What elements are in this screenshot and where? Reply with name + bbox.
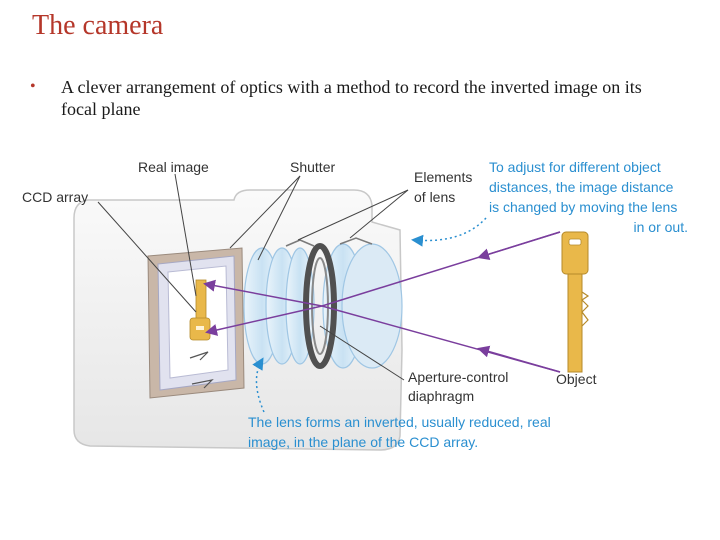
- bullet-dot: •: [30, 78, 36, 95]
- note-adjust-line2: distances, the image distance: [489, 179, 674, 195]
- annotation-arrows: [252, 217, 487, 413]
- slide-title: The camera: [32, 10, 164, 41]
- label-aperture-line1: Aperture-control: [408, 369, 508, 385]
- note-adjust-line1: To adjust for different object: [489, 159, 661, 175]
- note-adjust-line3: is changed by moving the lens: [489, 199, 677, 215]
- note-lens-line1: The lens forms an inverted, usually redu…: [248, 414, 551, 430]
- aperture-diaphragm: [303, 243, 337, 369]
- shutter-tabs: [285, 237, 373, 247]
- bullet-item: • A clever arrangement of optics with a …: [30, 76, 680, 120]
- label-shutter: Shutter: [290, 159, 335, 175]
- label-object: Object: [556, 371, 597, 387]
- object-key: [561, 231, 590, 373]
- real-image-key: [189, 279, 211, 341]
- label-elements-line2: of lens: [414, 189, 455, 205]
- label-elements-line1: Elements: [414, 169, 472, 185]
- bullet-text: A clever arrangement of optics with a me…: [61, 77, 642, 119]
- note-adjust-line4: in or out.: [634, 219, 688, 235]
- camera-diagram: Real image Shutter CCD array Elements of…: [22, 159, 688, 451]
- note-lens-line2: image, in the plane of the CCD array.: [248, 434, 478, 450]
- label-ccd-array: CCD array: [22, 189, 88, 205]
- edge-arrows: [189, 351, 214, 389]
- leader-lines: [97, 173, 409, 381]
- label-aperture-line2: diaphragm: [408, 388, 474, 404]
- label-real-image: Real image: [138, 159, 209, 175]
- light-rays: [203, 231, 561, 373]
